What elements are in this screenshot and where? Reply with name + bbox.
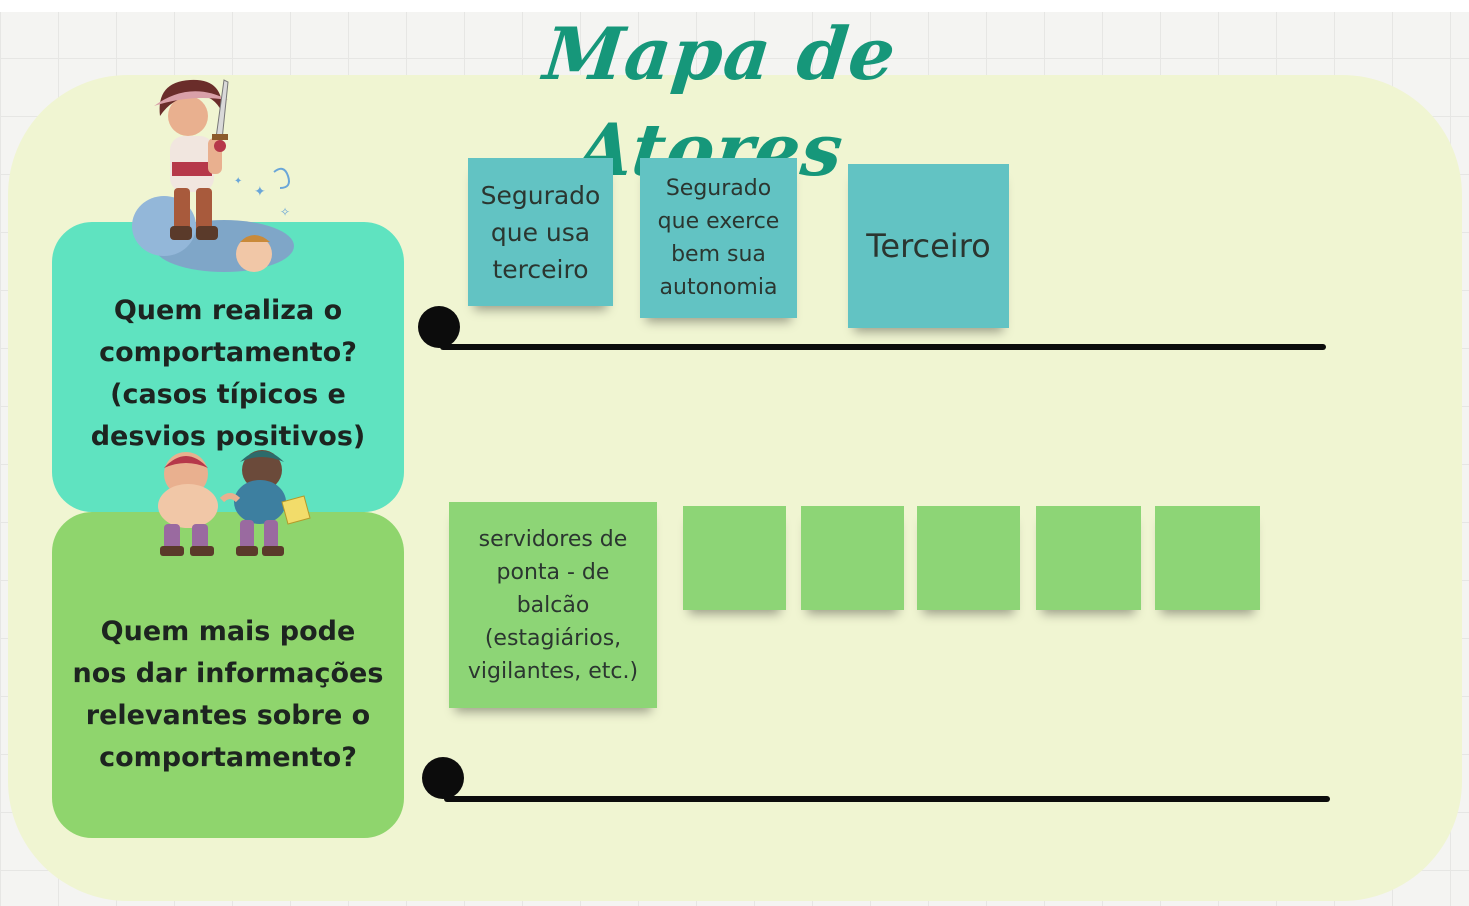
- svg-text:✦: ✦: [234, 176, 242, 187]
- sticky-note-empty[interactable]: [683, 506, 786, 610]
- timeline-line: [440, 344, 1326, 350]
- svg-text:✧: ✧: [280, 205, 290, 219]
- sticky-note-empty[interactable]: [917, 506, 1020, 610]
- pirate-captain-illustration: ✦ ✧ ✦: [132, 79, 294, 272]
- board-title: Mapa de Atores: [539, 11, 901, 192]
- timeline-start-dot: [418, 306, 460, 348]
- sticky-note-empty[interactable]: [1036, 506, 1141, 610]
- sticky-note-empty[interactable]: [1155, 506, 1260, 610]
- sticky-note[interactable]: Segurado que usa terceiro: [468, 158, 613, 306]
- sticky-note[interactable]: Terceiro: [848, 164, 1009, 328]
- timeline-line: [444, 796, 1330, 802]
- sticky-note[interactable]: servidores de ponta - de balcão (estagiá…: [449, 502, 657, 708]
- pirates-group-illustration: [158, 450, 311, 556]
- sticky-note-empty[interactable]: [801, 506, 904, 610]
- timeline-start-dot: [422, 757, 464, 799]
- svg-text:✦: ✦: [254, 184, 266, 200]
- top-strip: [0, 0, 1469, 12]
- question-who-can-inform[interactable]: Quem mais pode nos dar informações relev…: [52, 512, 404, 838]
- sticky-note[interactable]: Segurado que exerce bem sua autonomia: [640, 158, 797, 318]
